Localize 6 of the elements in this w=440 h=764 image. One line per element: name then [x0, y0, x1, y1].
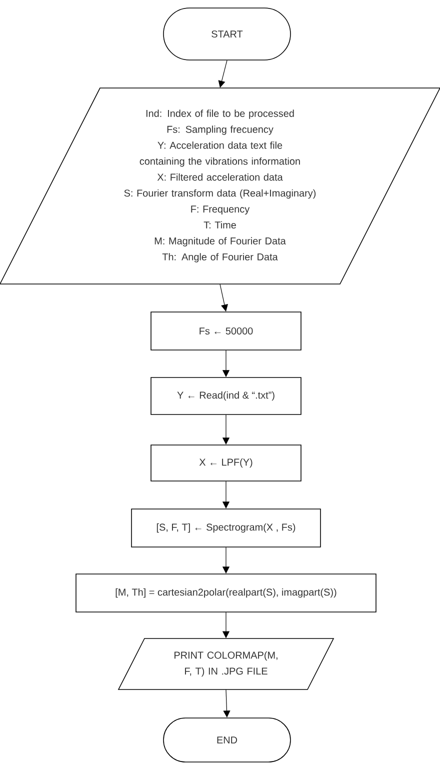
- process-box: X ← LPF(Y): [150, 444, 302, 482]
- process-box: [S, F, T] ← Spectrogram(X , Fs): [131, 508, 321, 548]
- data-parallelogram: Ind: Index of file to be processed Fs: Sampling frecuency Y: Acceleration data text file containing the vibrations information X: Filtered acceleration data S: Fourier transform data (Real+Imaginary) F: Frequency T: Time M: Magnitude of Fourier Data Th: Angle of Fourier Data: [0, 88, 440, 284]
- process-box: [M, Th] = cartesian2polar(realpart(S), imagpart(S)): [76, 574, 376, 612]
- process-box: Y ← Read(ind & “.txt”): [150, 377, 302, 415]
- process-box: Fs ← 50000: [150, 312, 302, 350]
